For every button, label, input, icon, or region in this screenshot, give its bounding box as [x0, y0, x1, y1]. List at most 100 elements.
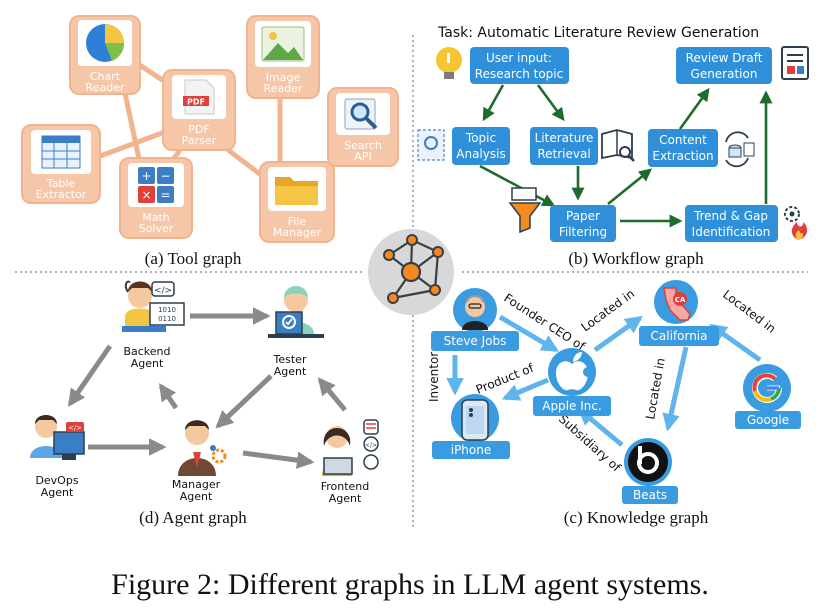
filter-icon: [508, 187, 542, 234]
ca-badge-text: CA: [675, 296, 686, 304]
kg-entity-california: CA California: [639, 280, 719, 346]
tool-label-table-extractor-1: Table: [46, 177, 76, 190]
tool-label-chart-reader-2: Reader: [86, 81, 125, 94]
agent-label-frontend-1: Frontend: [321, 480, 370, 493]
workflow-node-user-input: User input: Research topic: [436, 47, 569, 84]
kg-relation-inventor: Inventor: [427, 352, 441, 402]
workflow-node-trend-gap: Trend & Gap Identification: [685, 205, 808, 242]
pdf-file-icon: PDF: [183, 79, 215, 115]
agent-label-tester-2: Agent: [274, 365, 307, 378]
tool-label-pdf-parser-1: PDF: [188, 123, 209, 136]
pdf-badge-text: PDF: [187, 98, 205, 107]
workflow-label-review-draft-1: Review Draft: [686, 51, 763, 65]
tool-label-math-solver-1: Math: [142, 211, 170, 224]
workflow-graph-caption: (b) Workflow graph: [568, 249, 704, 268]
agent-label-manager-2: Agent: [180, 490, 213, 503]
apple-logo-icon: [556, 352, 593, 391]
magnifier-icon: [344, 98, 378, 130]
knowledge-graph-panel: Founder CEO of Located in Located in Inv…: [427, 280, 801, 527]
svg-text:</>: </>: [68, 424, 82, 432]
workflow-task-title: Task: Automatic Literature Review Genera…: [437, 25, 759, 41]
workflow-node-literature-retrieval: Literature Retrieval: [530, 127, 635, 165]
workflow-node-review-draft: Review Draft Generation: [676, 46, 809, 84]
tool-label-file-manager-2: Manager: [273, 226, 322, 239]
panel-dividers: [15, 35, 808, 530]
agent-graph-caption: (d) Agent graph: [139, 508, 247, 527]
tool-label-table-extractor-2: Extractor: [36, 188, 87, 201]
tool-label-math-solver-2: Solver: [139, 222, 174, 235]
agent-label-tester-1: Tester: [273, 353, 307, 366]
tool-label-image-reader-1: Image: [266, 71, 301, 84]
workflow-label-trend-gap-1: Trend & Gap: [693, 209, 768, 223]
agent-node-devops: </> DevOps Agent: [30, 415, 85, 499]
agent-graph-panel: </> 1010 0110 Backend Agent Tester Agent: [30, 280, 379, 527]
tool-graph-caption: (a) Tool graph: [145, 249, 242, 268]
svg-text:=: =: [160, 188, 170, 202]
workflow-label-user-input-1: User input:: [486, 51, 552, 65]
kg-relation-located-in-google: Located in: [720, 287, 778, 336]
knowledge-graph-caption: (c) Knowledge graph: [564, 508, 709, 527]
book-search-icon: [601, 129, 635, 162]
workflow-label-topic-analysis-1: Topic: [465, 131, 496, 145]
svg-text:</>: </>: [154, 286, 172, 296]
manager-agent-avatar: [178, 420, 227, 476]
kg-label-california: California: [651, 329, 708, 343]
agent-label-manager-1: Manager: [172, 478, 221, 491]
kg-label-iphone: iPhone: [451, 443, 492, 457]
tool-node-math-solver: + − × = Math Solver: [119, 157, 193, 239]
svg-text:0110: 0110: [158, 315, 176, 323]
agent-label-backend-1: Backend: [123, 345, 170, 358]
report-icon: [781, 46, 809, 80]
tool-graph-panel: Chart Reader PDF PDF Parser Image: [21, 15, 399, 268]
kg-label-google: Google: [747, 413, 789, 427]
agent-label-devops-1: DevOps: [35, 474, 78, 487]
agent-node-backend: </> 1010 0110 Backend Agent: [122, 280, 185, 370]
kg-label-beats: Beats: [633, 488, 667, 502]
workflow-label-trend-gap-2: Identification: [692, 225, 771, 239]
lightbulb-icon: [436, 47, 462, 79]
tool-label-image-reader-2: Reader: [264, 82, 303, 95]
figure-caption: Figure 2: Different graphs in LLM agent …: [111, 568, 709, 601]
agent-label-frontend-2: Agent: [329, 492, 362, 505]
kg-entity-beats: Beats: [622, 438, 678, 504]
svg-text:1010: 1010: [158, 306, 176, 314]
image-icon: [261, 26, 305, 62]
svg-text:+: +: [141, 169, 151, 183]
kg-relation-located-in-beats: Located in: [643, 357, 668, 421]
tool-node-table-extractor: Table Extractor: [21, 124, 101, 204]
workflow-label-review-draft-2: Generation: [691, 67, 758, 81]
workflow-node-content-extraction: Content Extraction: [648, 129, 755, 168]
analysis-icon: [417, 129, 445, 161]
google-logo-icon: [752, 372, 782, 403]
workflow-label-literature-retrieval-2: Retrieval: [537, 147, 590, 161]
gear-flame-icon: [784, 206, 808, 240]
agent-node-manager: Manager Agent: [172, 420, 227, 503]
kg-entity-steve-jobs: Steve Jobs: [431, 288, 519, 351]
kg-label-apple: Apple Inc.: [542, 399, 602, 413]
tool-node-chart-reader: Chart Reader: [69, 15, 141, 95]
tool-label-pdf-parser-2: Parser: [182, 134, 217, 147]
frontend-agent-avatar: </>: [322, 419, 379, 476]
workflow-label-paper-filtering-1: Paper: [566, 209, 600, 223]
workflow-label-content-extraction-2: Extraction: [652, 149, 713, 163]
tool-node-search-api: Search API: [327, 87, 399, 167]
tool-node-file-manager: File Manager: [259, 161, 335, 243]
kg-entity-google: Google: [735, 364, 801, 429]
workflow-node-topic-analysis: Topic Analysis: [417, 127, 510, 165]
tool-node-pdf-parser: PDF PDF Parser: [162, 69, 236, 151]
kg-entity-apple: Apple Inc.: [533, 348, 611, 416]
workflow-label-paper-filtering-2: Filtering: [559, 225, 607, 239]
agent-label-devops-2: Agent: [41, 486, 74, 499]
svg-text:</>: </>: [365, 442, 377, 449]
kg-label-steve-jobs: Steve Jobs: [444, 334, 507, 348]
folder-icon: [275, 177, 318, 205]
workflow-node-paper-filtering: Paper Filtering: [508, 187, 616, 242]
tool-label-search-api-2: API: [354, 150, 371, 163]
tool-label-search-api-1: Search: [344, 139, 382, 152]
agent-node-frontend: </> Frontend Agent: [321, 419, 379, 505]
kg-entity-iphone: iPhone: [432, 394, 510, 459]
smartphone-icon: [461, 399, 489, 441]
person-portrait-icon: [462, 295, 488, 330]
beats-logo-icon: [628, 442, 668, 482]
